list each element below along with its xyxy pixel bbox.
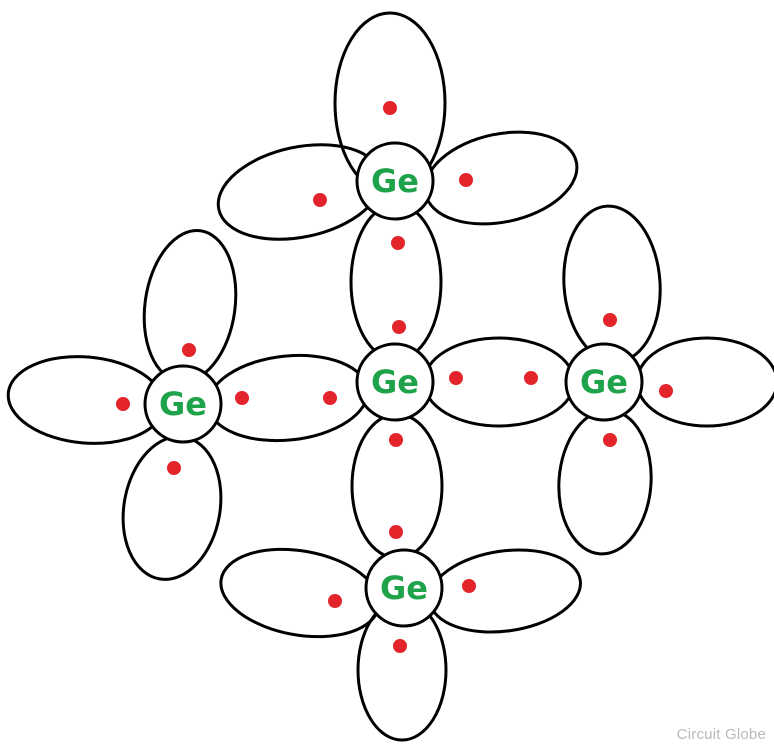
bond-left-center — [204, 348, 372, 448]
electron-dot-17 — [389, 525, 403, 539]
left-atom-label: Ge — [159, 385, 207, 423]
electron-dot-10 — [323, 391, 337, 405]
right-atom-right-orbital — [637, 338, 774, 426]
top-atom-label: Ge — [371, 162, 419, 200]
bottom-atom-right-orbital — [424, 541, 586, 641]
electron-dot-16 — [389, 433, 403, 447]
electron-dot-12 — [524, 371, 538, 385]
electron-dot-19 — [462, 579, 476, 593]
bond-top-center — [351, 204, 441, 360]
electron-dot-4 — [391, 236, 405, 250]
electron-dot-1 — [383, 101, 397, 115]
center-atom-label: Ge — [371, 363, 419, 401]
electron-dot-5 — [392, 320, 406, 334]
watermark-text: Circuit Globe — [677, 726, 766, 743]
bottom-atom-label: Ge — [380, 569, 428, 607]
electron-dot-14 — [659, 384, 673, 398]
left-atom-left-orbital — [5, 350, 168, 449]
electron-dot-3 — [459, 173, 473, 187]
electron-dot-2 — [313, 193, 327, 207]
electron-dot-6 — [182, 343, 196, 357]
electron-dot-7 — [116, 397, 130, 411]
left-atom-lower-orbital — [112, 429, 232, 587]
electron-dot-11 — [449, 371, 463, 385]
electron-dot-8 — [235, 391, 249, 405]
electron-dot-18 — [328, 594, 342, 608]
right-atom-lower-orbital — [554, 407, 656, 557]
electron-dot-20 — [393, 639, 407, 653]
electron-dot-9 — [167, 461, 181, 475]
left-atom-upper-orbital — [135, 224, 245, 387]
bottom-atom-left-orbital — [214, 538, 386, 649]
electron-dot-13 — [603, 313, 617, 327]
bond-center-right — [424, 338, 574, 426]
right-atom-label: Ge — [580, 363, 628, 401]
right-atom-upper-orbital — [559, 203, 666, 365]
electron-dot-15 — [603, 433, 617, 447]
